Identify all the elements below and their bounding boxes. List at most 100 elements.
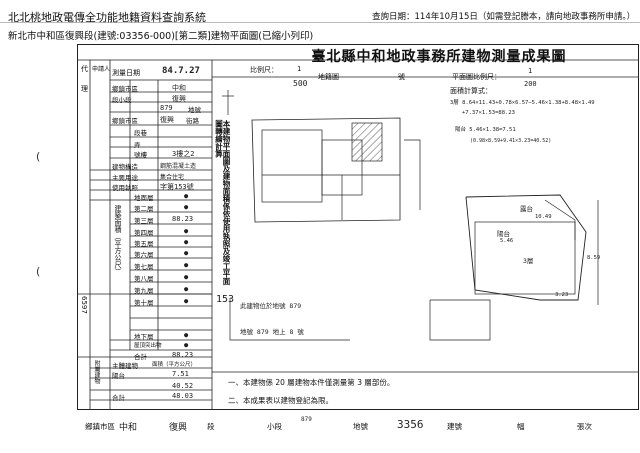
floor-area: ● (184, 285, 189, 293)
footer-township-value: 中和 (119, 423, 138, 433)
dimension-label: 8.59 (587, 255, 601, 261)
room-label: 露台 (520, 205, 533, 213)
footer-lot-label: 地號 (353, 422, 368, 431)
floor-name: 第四層 (134, 229, 154, 237)
measure-date-value: 84.7.27 (162, 66, 200, 76)
row-lot-label: 地號 (188, 106, 201, 114)
row-structure-label: 建物構造 (112, 163, 138, 171)
sheet-no-label: 地籍圖 (318, 73, 339, 81)
row-township-label: 鄉鎮市區 (112, 85, 138, 93)
footer-section-value: 復興 (169, 423, 188, 433)
room-label: 陽台 (497, 230, 510, 238)
scale-value: 1 (297, 65, 302, 73)
row-section-label: 段小段 (112, 96, 132, 104)
row-street-value: 復興 (160, 116, 174, 124)
footer-section-label: 段 (207, 422, 215, 431)
annex-label: 主體建物 (112, 362, 138, 370)
left-margin-mark: ( (36, 265, 41, 278)
annex-value: 40.52 (172, 382, 194, 390)
number-label: 號 (398, 73, 405, 81)
conversion-stamp: 本建物平面圖及建物面積係依使用執照及竣工平面圖轉繪計算 (214, 120, 232, 285)
row-street-label: 街路 (186, 117, 199, 125)
floor-name: 第六層 (134, 251, 154, 259)
room-label: 3層 (523, 257, 534, 265)
row-lot-value: 879 (160, 104, 173, 112)
left-margin-mark: ( (36, 150, 41, 163)
agent-label-2: 理 (81, 85, 88, 93)
footer-sheet-label: 幅 (517, 422, 525, 431)
usage-code: 6597 (80, 296, 88, 314)
handwritten-note: 地號 879 地上 8 號 (240, 328, 304, 336)
floor-name: 第八層 (134, 275, 154, 283)
floor-name: 第五層 (134, 240, 154, 248)
footer-lot-value: 879 (301, 416, 312, 423)
total-label: 合計 (134, 353, 147, 361)
floor-name: 地面層 (134, 194, 154, 202)
floor-name: 第二層 (134, 205, 154, 213)
annex-value: 7.51 (172, 370, 189, 378)
footer-sheet-suffix: 張次 (577, 422, 592, 431)
floor-area: ● (184, 341, 189, 349)
dimension-label: 3.23 (555, 292, 569, 298)
row-floor-label: 號樓 (134, 151, 147, 159)
plan-scale-denominator: 200 (524, 80, 537, 88)
floor-name: 第七層 (134, 263, 154, 271)
floor-area: ● (184, 249, 189, 257)
floor-name: 屋頂突出物 (134, 343, 162, 349)
footer-township-label: 鄉鎮市區 (85, 422, 115, 431)
area-formula-line: 陽台 5.46×1.38=7.51 (455, 127, 516, 133)
area-heading: 建築面積（平方公尺） (114, 205, 122, 275)
row-permit-label: 使用執照 (112, 184, 138, 192)
plan-scale-value: 1 (528, 67, 533, 75)
area-calc-label: 面積計算式： (450, 87, 492, 95)
floor-name: 第三層 (134, 217, 154, 225)
row-alley-label: 弄 (134, 141, 141, 149)
row-permit-value: 字第153號 (160, 183, 194, 191)
floor-area: ● (184, 192, 189, 200)
floor-name: 第九層 (134, 287, 154, 295)
measure-date-label: 測量日期 (112, 69, 140, 77)
row-usage-label: 主要用途 (112, 174, 138, 182)
row-usage-value: 集合住宅 (160, 174, 185, 181)
annex-label: 陽台 (112, 372, 125, 380)
form-title: 臺北縣中和地政事務所建物測量成果圖 (311, 49, 567, 65)
area-formula-line: 3層 8.64×11.43+0.78×6.57−5.46×1.38+8.48×1… (450, 100, 595, 106)
floor-area: ● (184, 297, 189, 305)
dimension-label: 10.49 (535, 214, 552, 220)
document-subtitle: 新北市中和區復興段(建號:03356-000)[第二類]建物平面圖(已縮小列印) (8, 31, 314, 42)
row-section-value: 復興 (172, 95, 186, 103)
permit-number: 153 (216, 294, 235, 305)
footer-row: 鄉鎮市區 中和 復興 段 小段 879 地號 3356 建號 幅 張次 (77, 416, 639, 436)
note-line: 二、本成果表以建物登記為限。 (228, 396, 333, 405)
floor-area: 88.23 (172, 215, 194, 223)
query-date: 查詢日期：114年10月15日（如需登記謄本，請向地政事務所申請。） (372, 12, 636, 22)
system-title: 北北桃地政電傳全功能地籍資料查詢系統 (8, 11, 206, 24)
row-floor-value: 3樓之2 (172, 150, 195, 158)
header-divider (0, 22, 640, 23)
floor-area: ● (184, 273, 189, 281)
floor-name: 地下層 (134, 333, 154, 341)
area-formula-line: +7.37×1.53=88.23 (462, 110, 515, 116)
applicant-label: 申請人 (92, 66, 111, 73)
row-township-value: 中和 (172, 84, 186, 92)
area-formula-line: (0.98×8.59+9.41×3.23=40.52) (470, 138, 552, 144)
footer-building-label: 建號 (447, 422, 462, 431)
floor-area: ● (184, 331, 189, 339)
annex-total-label: 合計 (112, 394, 125, 402)
plan-scale-label: 平面圖比例尺： (452, 73, 501, 81)
floor-area: ● (184, 203, 189, 211)
row-structure-value: 鋼筋混凝土造 (160, 163, 197, 170)
total-value: 88.23 (172, 351, 194, 359)
annex-heading: 附屬建物 (93, 360, 100, 384)
handwritten-note: 此建物位於地號 879 (240, 302, 302, 310)
footer-subsection-label: 小段 (267, 422, 282, 431)
survey-sheet (77, 44, 639, 410)
scale-denominator: 500 (293, 79, 308, 88)
annex-value: 面積（平方公尺） (152, 362, 197, 368)
row-addr-township-label: 鄉鎮市區 (112, 117, 138, 125)
note-line: 一、本建物係 20 層建物本件僅測量第 3 層部份。 (228, 378, 395, 387)
dimension-label: 5.46 (500, 238, 514, 244)
floor-area: ● (184, 227, 189, 235)
floor-area: ● (184, 238, 189, 246)
